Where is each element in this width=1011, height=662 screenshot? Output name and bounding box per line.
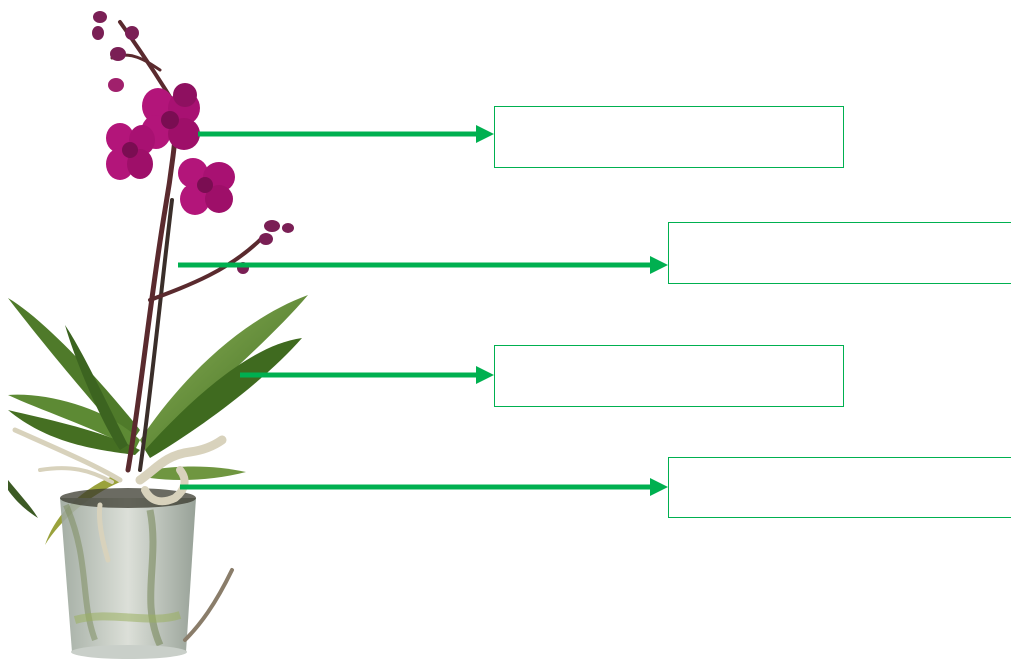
leaf-right-lower: [145, 338, 302, 458]
label-box-stem[interactable]: [668, 222, 1011, 284]
arrow-flower: [198, 125, 494, 143]
leaf-far-left: [8, 480, 38, 518]
leaf-back-left: [65, 325, 128, 450]
flower-3: [178, 158, 235, 215]
arrow-stem: [178, 256, 668, 274]
leaves: [8, 295, 308, 545]
arrows: [178, 125, 668, 496]
leaf-right-upper: [140, 295, 308, 450]
label-box-root[interactable]: [668, 457, 1011, 518]
label-box-leaf[interactable]: [494, 345, 844, 407]
arrow-root: [180, 478, 668, 496]
label-box-flower[interactable]: [494, 106, 844, 168]
buds: [92, 11, 294, 274]
flower-2: [106, 123, 155, 180]
flowers: [106, 83, 235, 215]
leaf-left-low: [8, 410, 140, 455]
arrow-leaf: [240, 366, 494, 384]
flower-1: [141, 88, 200, 150]
leaf-bottom-right: [150, 466, 246, 480]
flower-4: [173, 83, 197, 107]
leaf-left-mid: [8, 394, 140, 450]
roots: [12, 427, 234, 642]
pot: [60, 488, 196, 659]
